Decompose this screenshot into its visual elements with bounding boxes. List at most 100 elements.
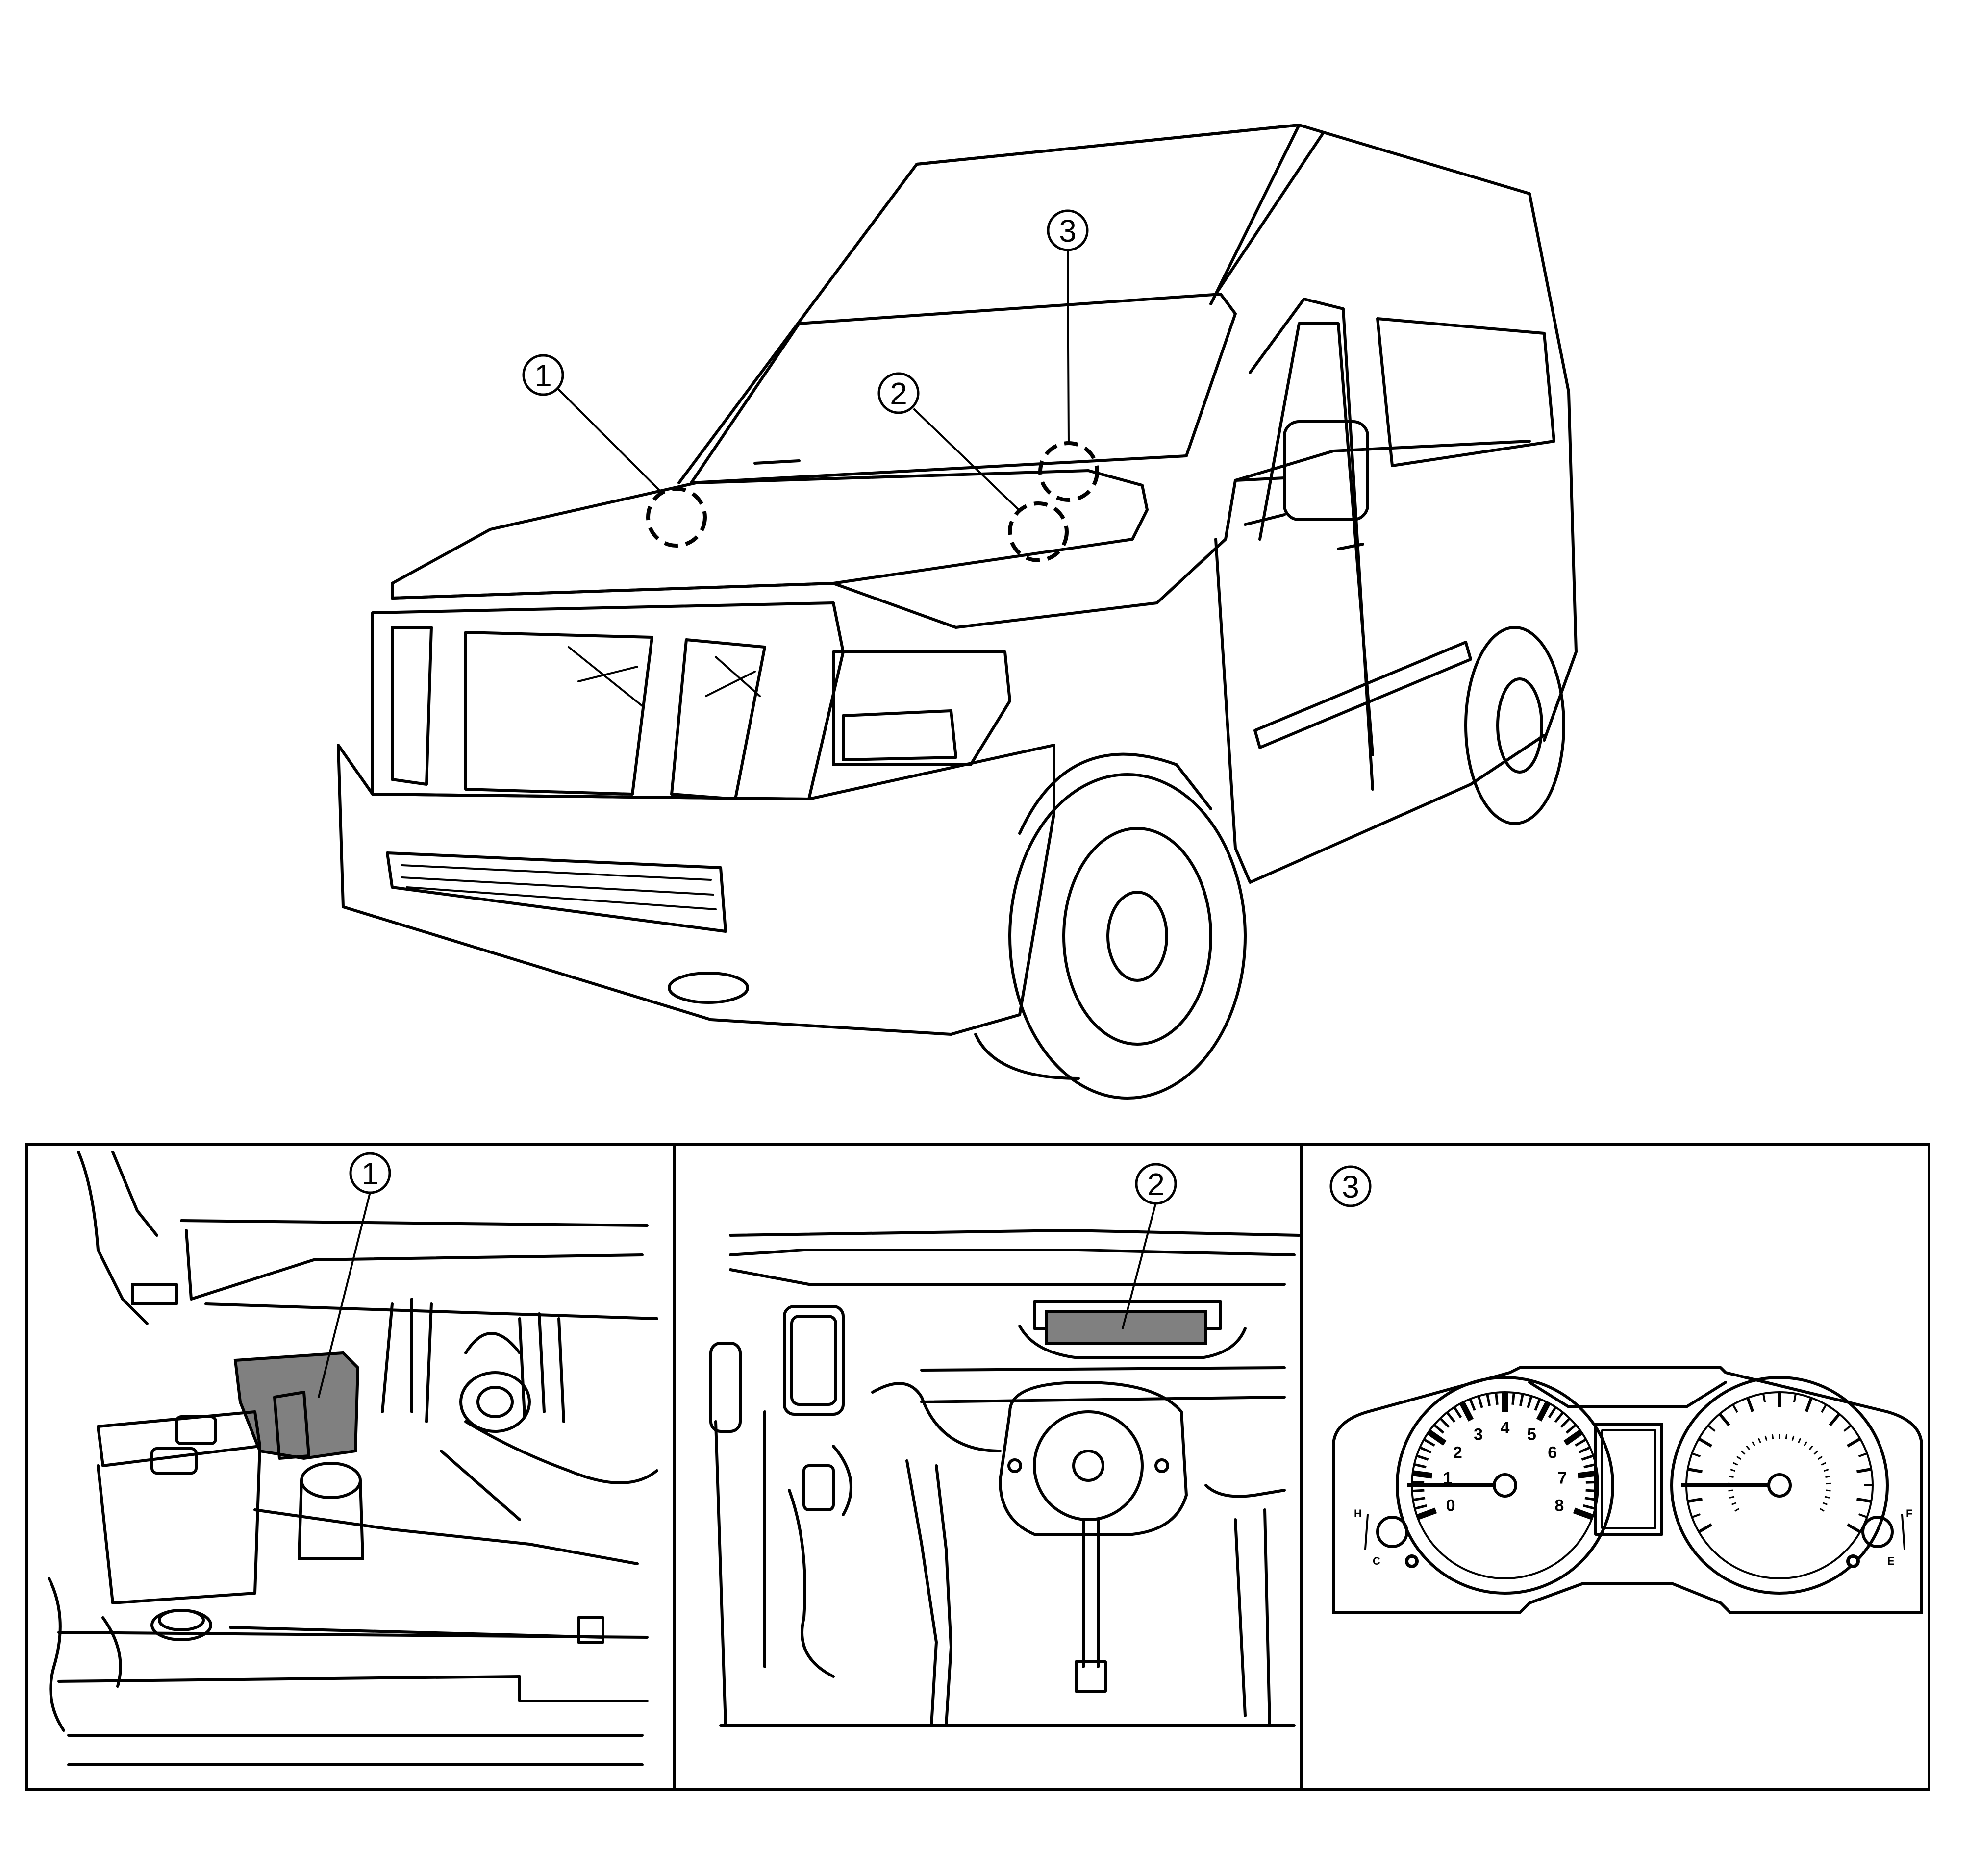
speed-inner-tick	[1824, 1496, 1830, 1499]
fuel-empty-label: E	[1887, 1555, 1895, 1567]
speed-inner-tick	[1825, 1476, 1830, 1478]
tach-major-tick	[1577, 1470, 1598, 1479]
tach-minor-tick	[1578, 1446, 1591, 1454]
speed-inner-tick	[1729, 1476, 1734, 1478]
speed-inner-tick	[1808, 1445, 1813, 1451]
tach-label: 2	[1453, 1443, 1462, 1462]
speed-tick	[1805, 1397, 1813, 1412]
panel-3-callout: 3	[1329, 1165, 1372, 1207]
speed-inner-tick	[1764, 1435, 1768, 1441]
tach-minor-tick	[1527, 1396, 1533, 1408]
temperature-gauge: H C	[1354, 1507, 1419, 1568]
tach-minor-tick	[1469, 1398, 1476, 1411]
speed-tick	[1691, 1513, 1701, 1518]
tach-minor-tick	[1581, 1454, 1594, 1461]
speed-tick	[1856, 1468, 1872, 1474]
location-markers	[558, 249, 1099, 562]
tach-minor-tick	[1511, 1392, 1515, 1405]
location-marker-2	[1008, 501, 1069, 562]
tach-major-tick	[1459, 1401, 1474, 1422]
tach-major-tick	[1412, 1470, 1433, 1479]
speed-tick	[1698, 1523, 1712, 1533]
tach-minor-tick	[1446, 1411, 1456, 1423]
speed-inner-tick	[1736, 1456, 1742, 1460]
speed-inner-tick	[1798, 1438, 1802, 1443]
speed-tick	[1746, 1397, 1754, 1412]
speed-inner-tick	[1817, 1456, 1823, 1460]
speed-tick	[1847, 1437, 1861, 1448]
panel-1-callout-label: 1	[361, 1156, 379, 1191]
speedometer-ticks	[1686, 1392, 1873, 1533]
tach-minor-tick	[1585, 1489, 1598, 1493]
speed-tick	[1687, 1497, 1703, 1503]
tach-minor-tick	[1453, 1406, 1462, 1418]
tach-major-tick	[1563, 1429, 1583, 1446]
fuel-gauge: F E	[1846, 1507, 1912, 1568]
callout-1-label: 1	[534, 358, 552, 393]
speed-tick	[1698, 1437, 1712, 1448]
callout-1: 1	[522, 354, 564, 396]
tach-minor-tick	[1414, 1504, 1427, 1510]
tach-minor-tick	[1534, 1398, 1541, 1411]
tach-minor-tick	[1477, 1396, 1483, 1408]
tach-label: 0	[1446, 1496, 1455, 1515]
tach-minor-tick	[1419, 1446, 1432, 1454]
tach-label: 5	[1527, 1425, 1536, 1444]
tach-minor-tick	[1565, 1424, 1577, 1434]
van-illustration	[337, 124, 1578, 1100]
speed-inner-tick	[1728, 1489, 1733, 1492]
tach-minor-tick	[1584, 1497, 1598, 1501]
tach-label: 3	[1474, 1425, 1483, 1444]
tach-minor-tick	[1423, 1438, 1435, 1447]
speed-tick	[1829, 1413, 1841, 1426]
speed-inner-tick	[1752, 1441, 1755, 1447]
tach-label: 8	[1554, 1496, 1564, 1515]
speed-inner-tick	[1813, 1450, 1819, 1455]
speed-tick	[1762, 1393, 1766, 1402]
speed-tick	[1718, 1413, 1730, 1426]
tach-minor-tick	[1583, 1504, 1596, 1510]
speed-tick	[1691, 1452, 1701, 1458]
tach-minor-tick	[1486, 1394, 1491, 1406]
speed-inner-tick	[1757, 1438, 1761, 1443]
speed-inner-tick	[1746, 1445, 1751, 1451]
speed-inner-tick	[1804, 1441, 1807, 1447]
speed-inner-tick	[1734, 1508, 1740, 1512]
speed-tick	[1843, 1425, 1852, 1432]
detail-panels-frame	[25, 1143, 1930, 1791]
tach-minor-tick	[1519, 1394, 1524, 1406]
callout-3: 3	[1047, 209, 1089, 251]
callout-3-label: 3	[1059, 213, 1077, 249]
tach-major-tick	[1427, 1429, 1447, 1446]
speed-tick	[1707, 1425, 1716, 1432]
speed-inner-tick	[1732, 1462, 1738, 1466]
tach-minor-tick	[1412, 1489, 1425, 1493]
speedometer-gauge	[1670, 1376, 1889, 1595]
speed-inner-tick	[1822, 1502, 1828, 1505]
speed-tick	[1847, 1523, 1861, 1533]
speed-tick	[1821, 1404, 1827, 1413]
tach-major-tick	[1536, 1401, 1551, 1422]
tach-major-tick	[1573, 1507, 1594, 1520]
fuel-full-label: F	[1906, 1507, 1912, 1520]
speed-inner-tick	[1823, 1469, 1829, 1472]
tach-minor-tick	[1548, 1406, 1557, 1418]
tach-minor-tick	[1433, 1424, 1445, 1434]
tach-minor-tick	[1554, 1411, 1564, 1423]
speed-tick	[1858, 1452, 1868, 1458]
tach-label: 7	[1558, 1469, 1567, 1488]
speed-tick	[1732, 1404, 1738, 1413]
speedometer-inner-ticks	[1728, 1434, 1831, 1512]
panel-dashboard	[709, 1201, 1301, 1727]
panel-2-callout: 2	[1135, 1163, 1177, 1205]
tach-major-tick	[1416, 1507, 1437, 1520]
tachometer-ticks	[1412, 1392, 1598, 1520]
speed-tick	[1856, 1497, 1872, 1503]
tach-minor-tick	[1412, 1497, 1426, 1501]
tach-label: 6	[1548, 1443, 1557, 1462]
speed-inner-tick	[1791, 1435, 1795, 1441]
speed-tick	[1687, 1468, 1703, 1474]
